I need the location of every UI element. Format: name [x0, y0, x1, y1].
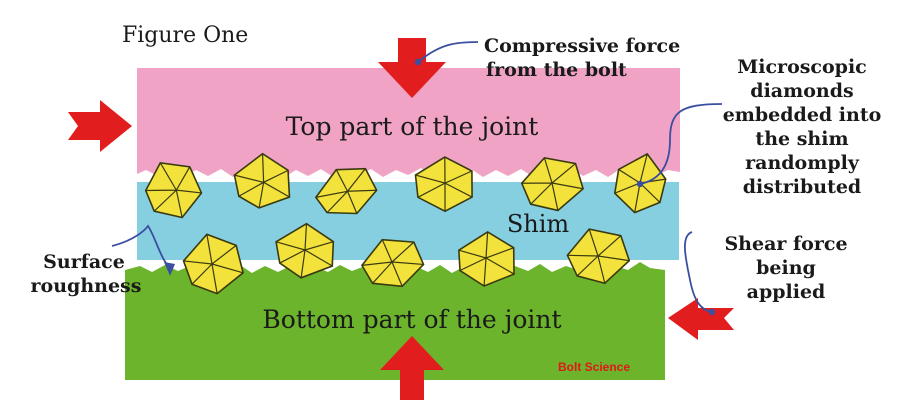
- shear-label-line2: being: [756, 257, 816, 279]
- compressive-leader-line: [417, 41, 479, 63]
- top-part-layer: [137, 68, 680, 178]
- diamonds-leader-line: [639, 103, 723, 185]
- figure-label: Figure One: [122, 23, 248, 48]
- diamond: [144, 161, 203, 219]
- shear-leader-line: [684, 231, 713, 313]
- side-force-arrow-left: [68, 100, 132, 152]
- diamond: [566, 228, 631, 285]
- diamonds-label-line4: the shim: [755, 128, 848, 150]
- compressive-force-arrow-bottom: [380, 336, 444, 400]
- roughness-leader-line: [111, 224, 171, 269]
- diamonds-label-line2: diamonds: [750, 80, 853, 102]
- bottom-part-label: Bottom part of the joint: [262, 305, 561, 334]
- diamonds-label-line3: embedded into: [723, 104, 882, 126]
- diamond: [275, 222, 335, 279]
- diamond: [458, 231, 515, 287]
- top-part-label: Top part of the joint: [286, 112, 539, 141]
- diamonds-label-line5: randomply: [745, 152, 860, 174]
- shear-force-arrow: [668, 298, 734, 340]
- diamond: [233, 152, 291, 209]
- compressive-leader-dot: [414, 58, 422, 66]
- diamonds-annotation: Microscopic diamonds embedded into the s…: [723, 56, 882, 198]
- compressive-force-label-line1: Compressive force: [484, 35, 680, 57]
- diamond: [314, 167, 378, 215]
- shear-leader-dot: [708, 308, 716, 316]
- diamond: [182, 233, 244, 295]
- diamond: [520, 156, 585, 212]
- roughness-label-line1: Surface: [43, 251, 125, 273]
- shear-label-line3: applied: [747, 281, 826, 303]
- roughness-leader-arrowhead: [164, 262, 175, 276]
- bolt-science-watermark: Bolt Science: [558, 360, 630, 374]
- compressive-force-label-line2: from the bolt: [486, 59, 627, 81]
- diamond: [414, 156, 473, 213]
- compressive-force-arrow-top: [378, 38, 446, 98]
- shear-label-line1: Shear force: [724, 233, 847, 255]
- shear-annotation: Shear force being applied: [724, 233, 847, 303]
- diamonds-label-line6: distributed: [743, 176, 861, 198]
- diamonds-leader-dot: [636, 180, 644, 188]
- diamonds-label-line1: Microscopic: [737, 56, 867, 78]
- shim-label: Shim: [507, 210, 570, 238]
- roughness-label-line2: roughness: [31, 275, 142, 297]
- roughness-annotation: Surface roughness: [31, 251, 142, 297]
- diamond: [360, 238, 425, 288]
